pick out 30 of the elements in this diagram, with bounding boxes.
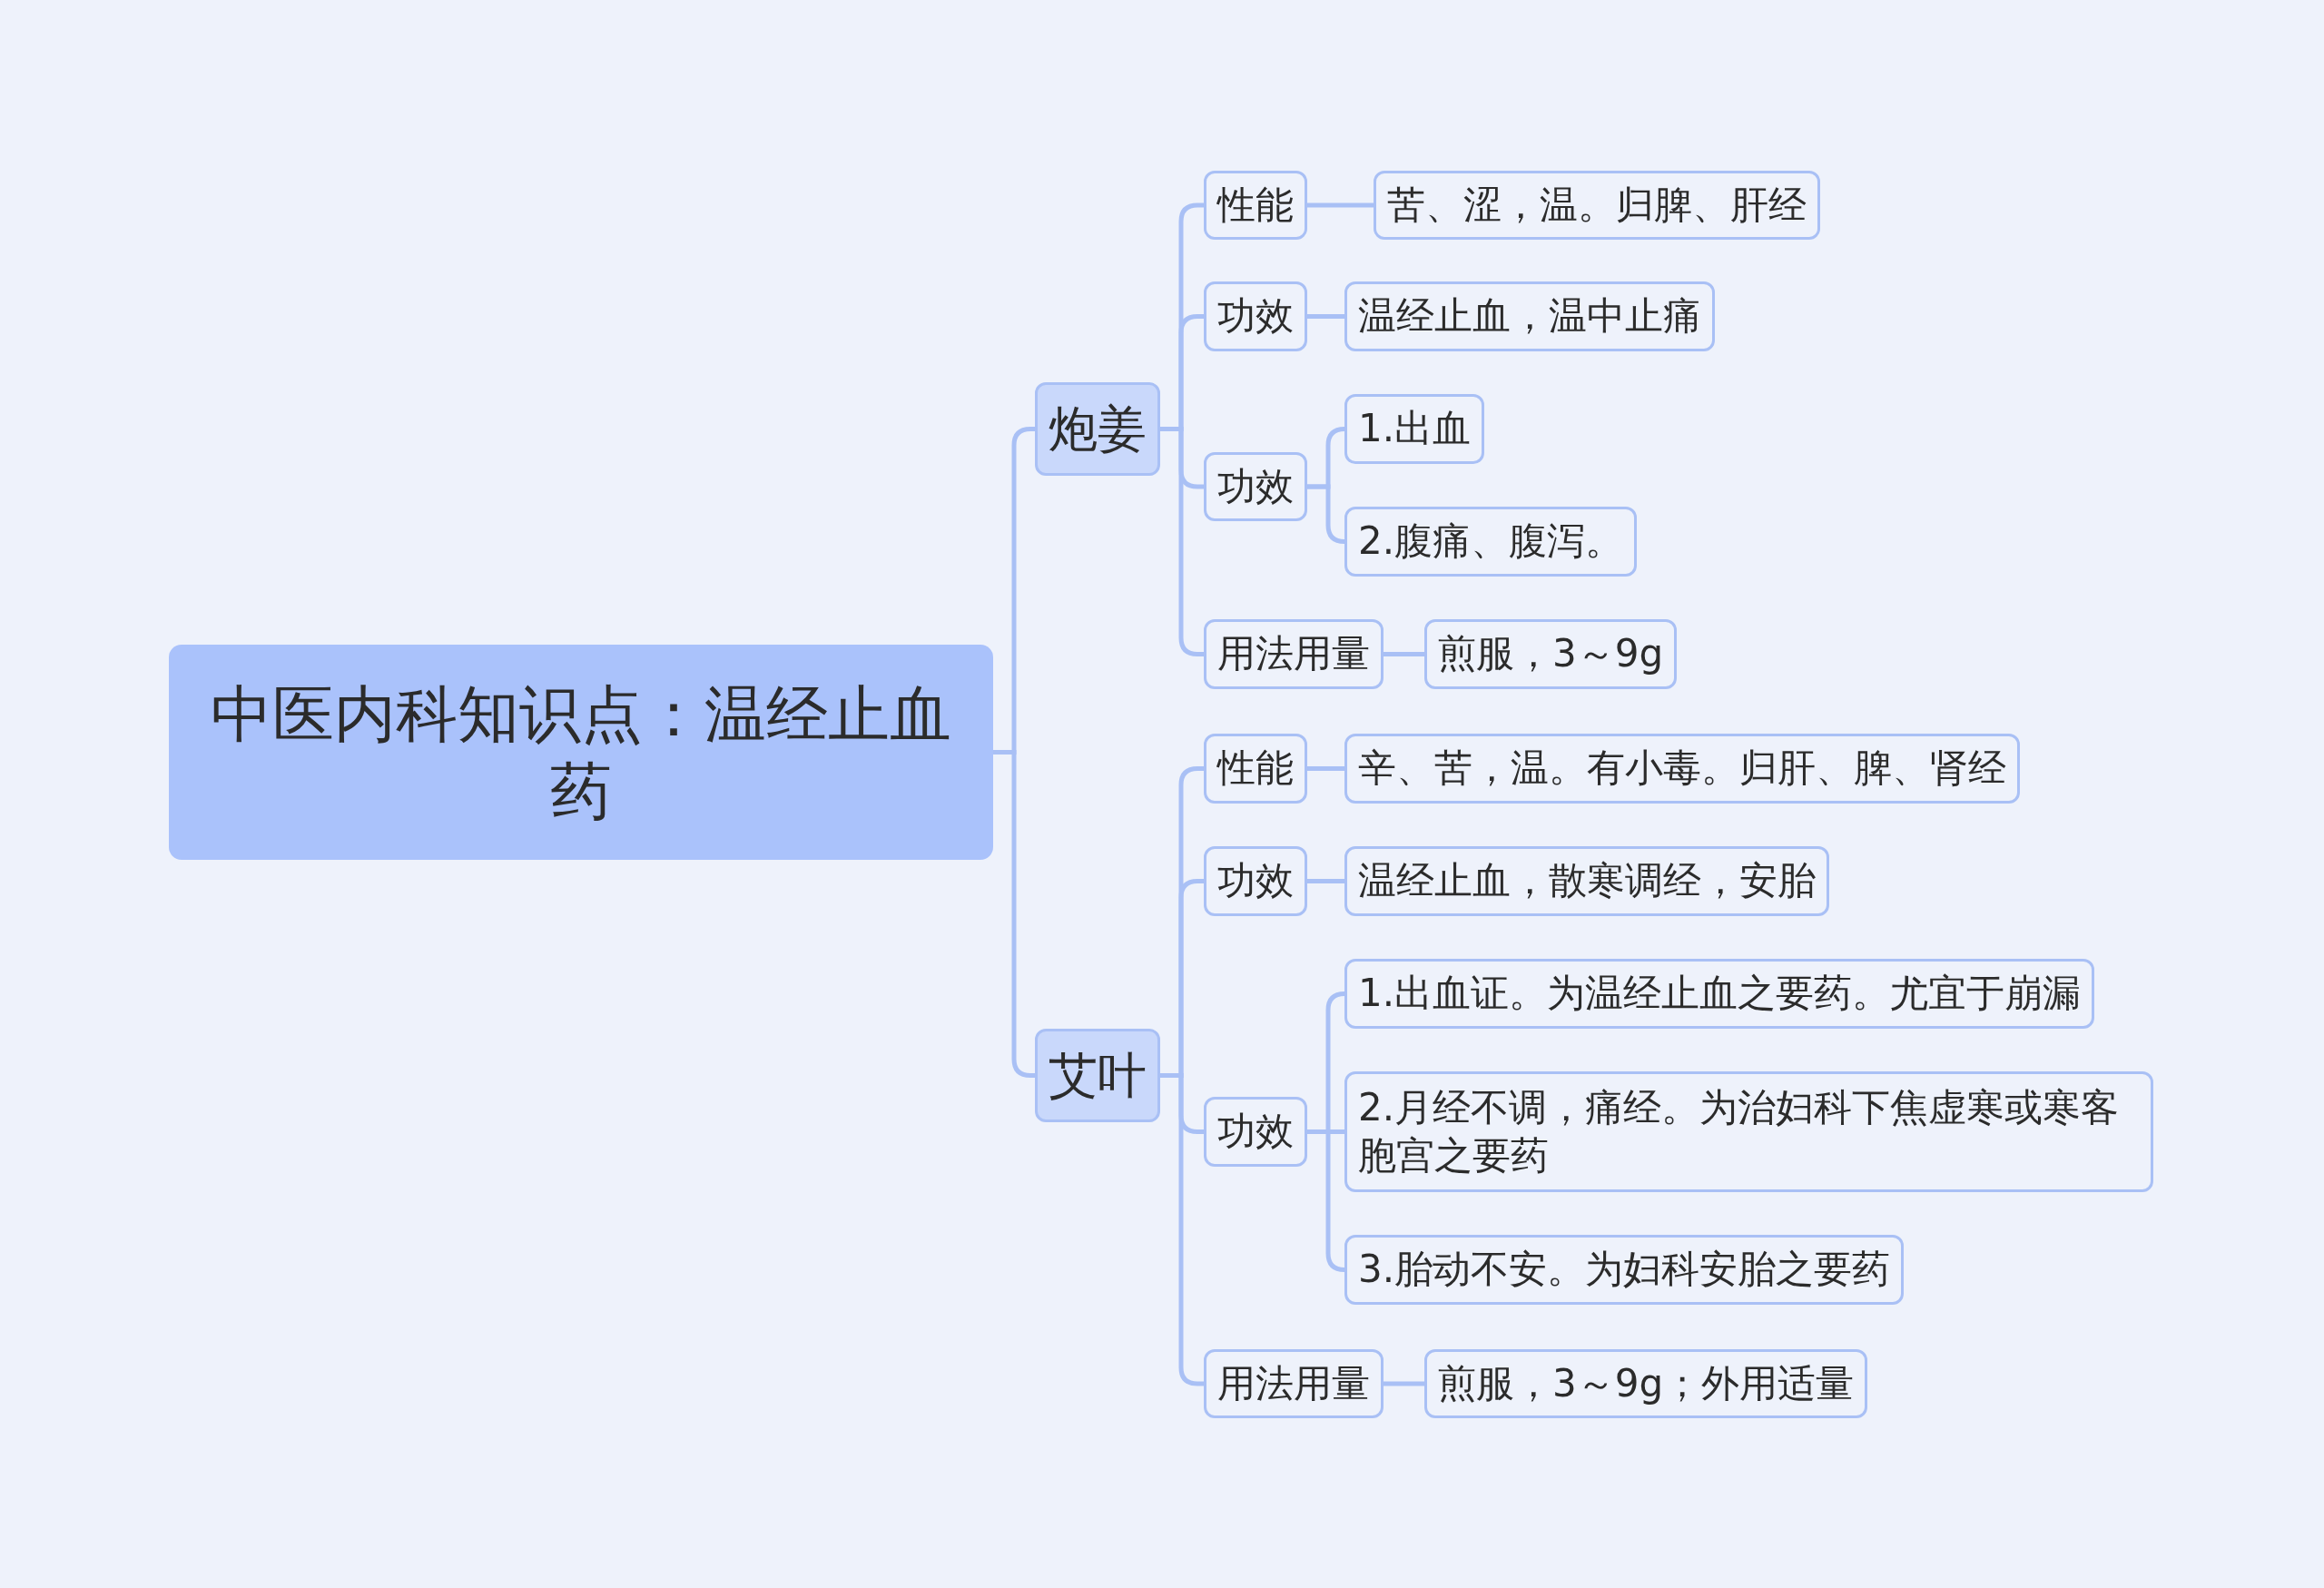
subtopic: 功效 [1204,1097,1307,1167]
subtopic: 1.出血 [1344,394,1485,464]
connector-line [1307,879,1344,883]
subtopic: 3.胎动不安。为妇科安胎之要药 [1344,1235,1905,1305]
subtopic: 煎服，3～9g [1424,619,1678,689]
subtopic: 性能 [1204,734,1307,804]
subtopic: 2.月经不调，痛经。为治妇科下焦虚寒或寒客胞宫之要药 [1344,1071,2153,1192]
connector-line [1384,652,1424,656]
subtopic: 辛、苦，温。有小毒。归肝、脾、肾经 [1344,734,2020,804]
connector-line [1307,202,1374,208]
subtopic: 2.腹痛、腹泻。 [1344,507,1638,577]
subtopic: 煎服，3～9g；外用适量 [1424,1349,1868,1418]
subtopic: 用法用量 [1204,1349,1384,1418]
subtopic: 1.出血证。为温经止血之要药。尤宜于崩漏 [1344,959,2095,1029]
subtopic: 苦、涩，温。归脾、肝经 [1374,171,1820,240]
subtopic: 功效 [1204,452,1307,521]
subtopic: 温经止血，温中止痛 [1344,281,1715,351]
connector-line [1384,1381,1424,1386]
connector-line [1307,766,1344,771]
subtopic: 性能 [1204,171,1307,240]
subtopic: 功效 [1204,846,1307,916]
subtopic: 功效 [1204,281,1307,351]
subtopic: 用法用量 [1204,619,1384,689]
subtopic: 温经止血，散寒调经，安胎 [1344,846,1829,916]
connector-line [1160,427,1204,656]
connector-line [1307,314,1344,319]
root-topic: 中医内科知识点：温经止血药 [169,645,993,860]
main-topic: 炮姜 [1035,382,1160,476]
connector-line [1307,1129,1347,1272]
main-topic: 艾叶 [1035,1029,1160,1122]
